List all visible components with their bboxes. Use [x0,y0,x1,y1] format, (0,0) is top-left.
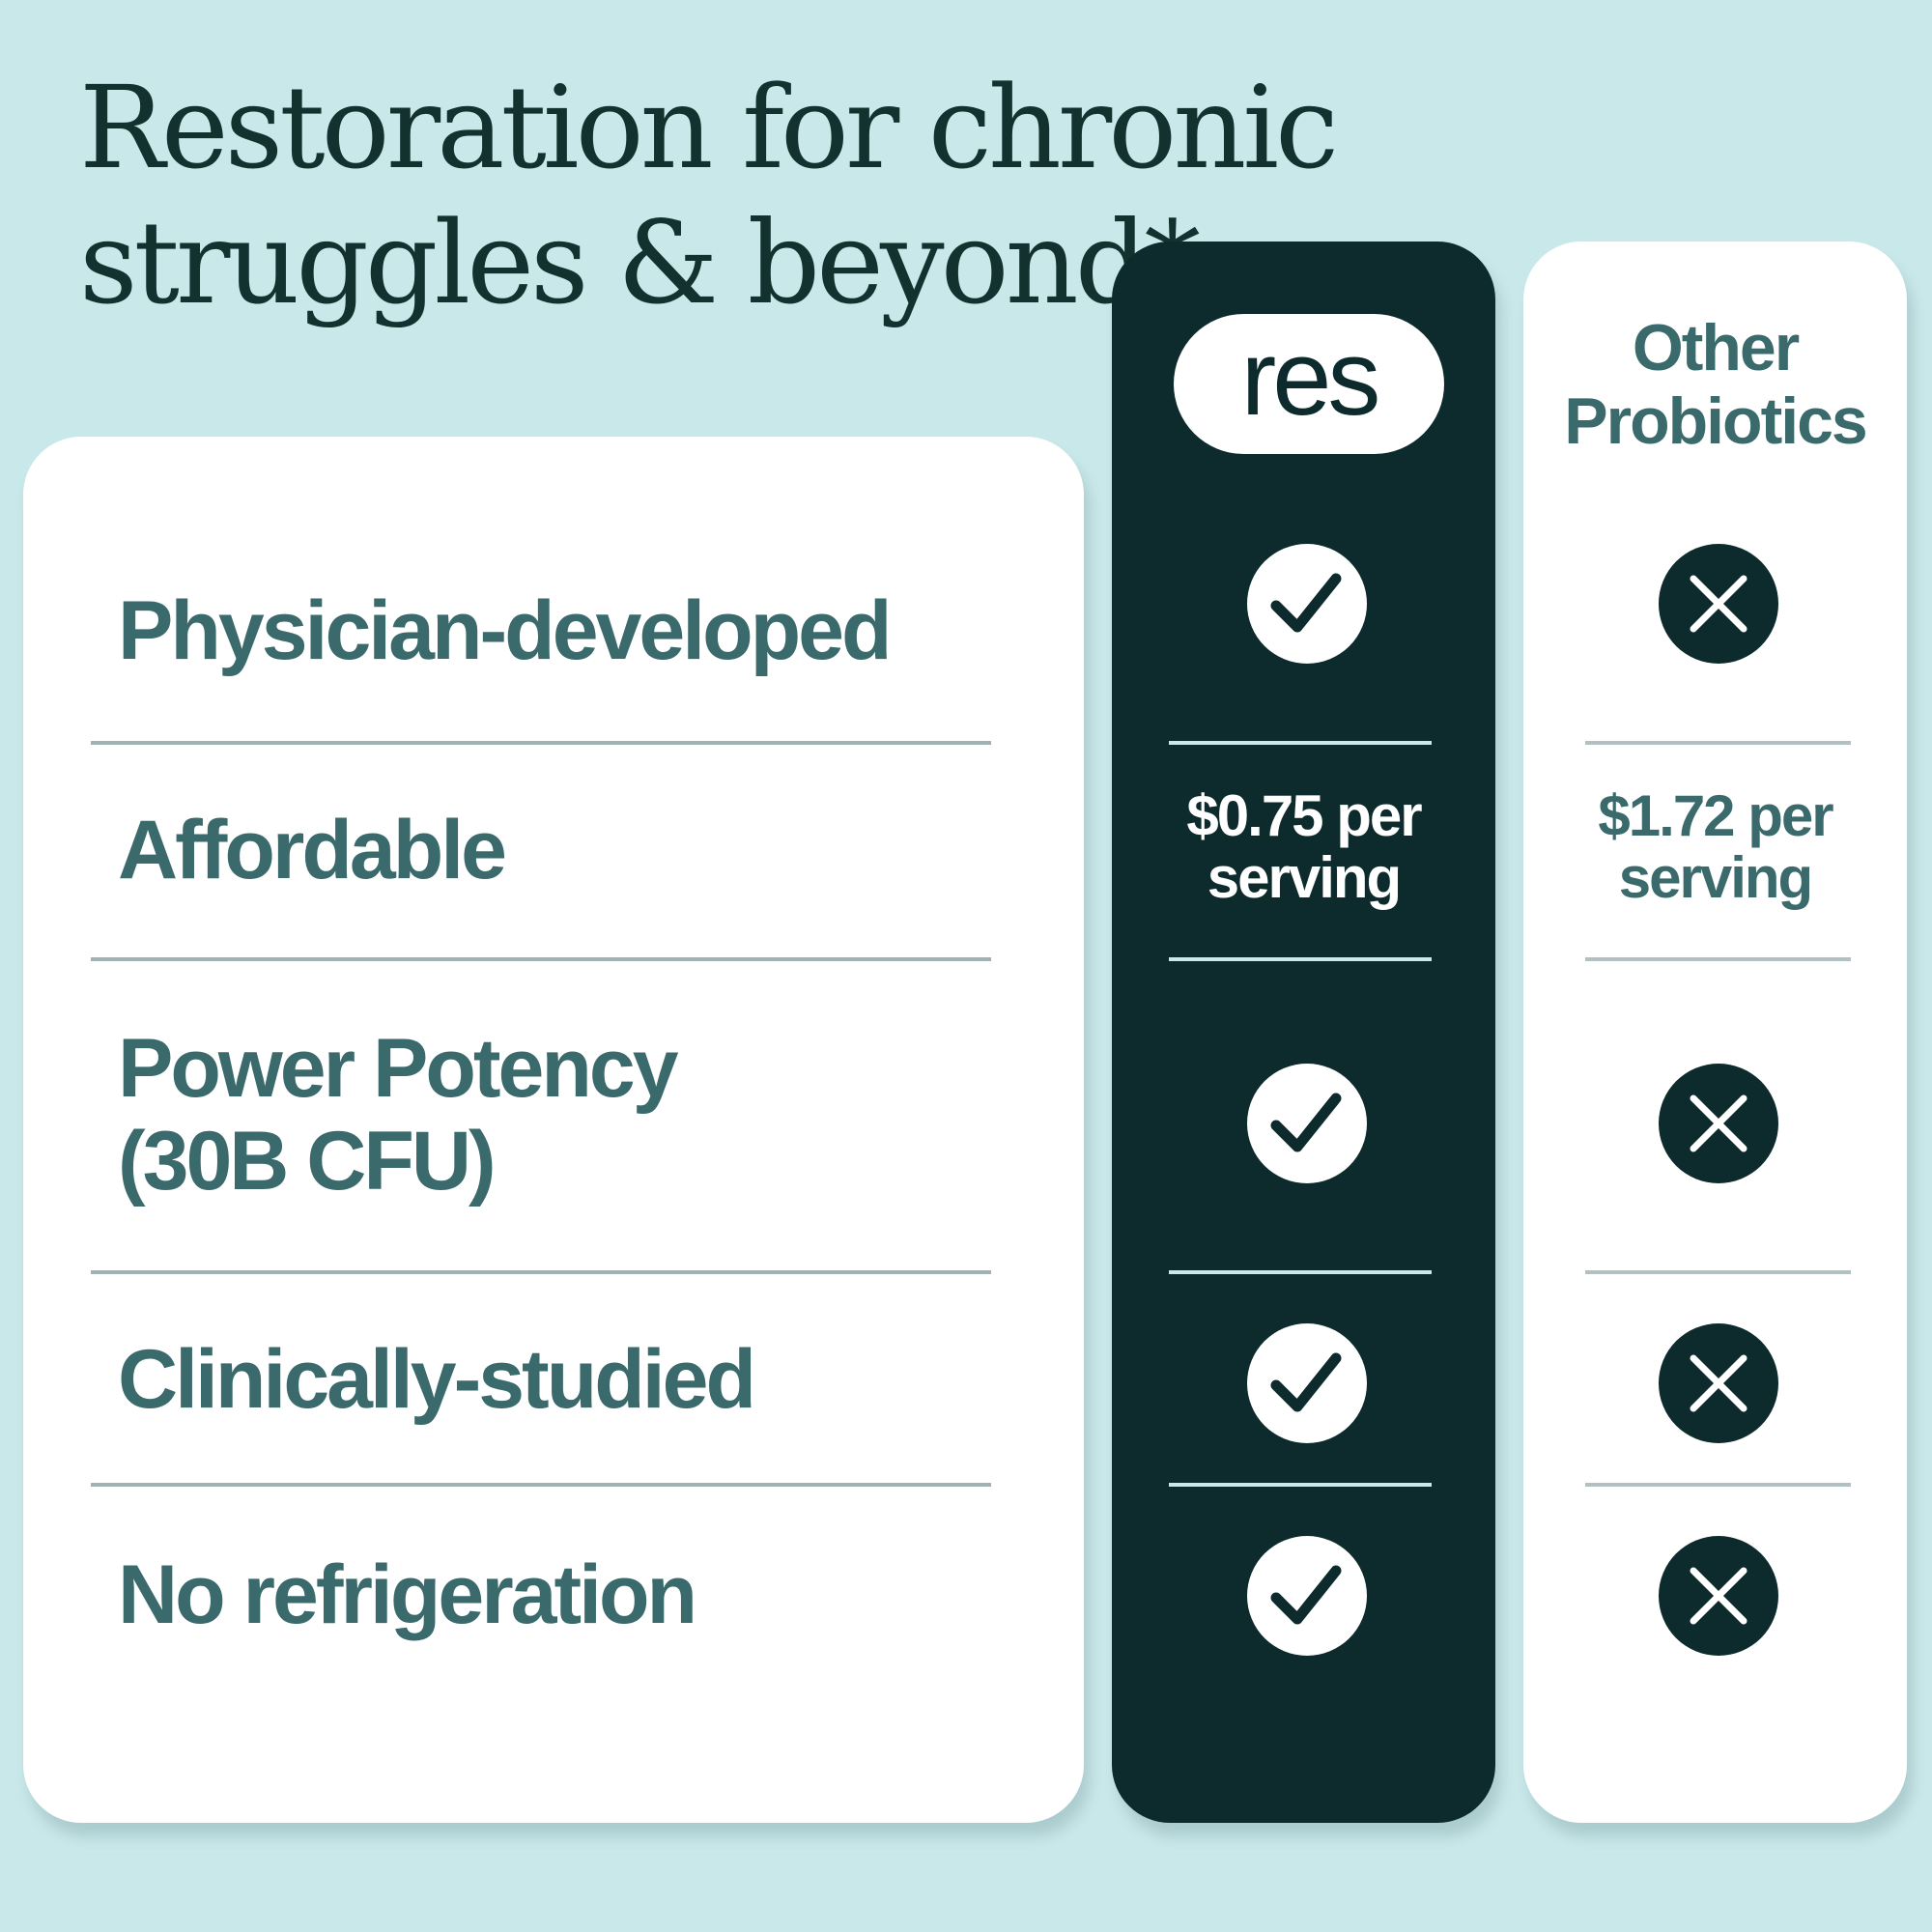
row-divider [91,741,991,745]
other-row-divider [1585,1270,1851,1274]
feature-affordable: Affordable [118,804,507,896]
page-headline: Restoration for chronic struggles & beyo… [79,60,1339,330]
other-price: $1.72 per serving [1523,785,1907,909]
row-divider [91,957,991,961]
other-row-divider [1585,741,1851,745]
res-row-divider [1169,1483,1432,1487]
other-title-line-2: Probiotics [1564,384,1868,458]
other-price-line-2: serving [1618,845,1813,910]
res-logo: res [1174,314,1444,454]
res-price: $0.75 per serving [1112,785,1495,909]
other-row-divider [1585,1483,1851,1487]
check-circle-icon [1247,1064,1367,1183]
feature-power-potency-line-2: (30B CFU) [118,1115,497,1208]
check-circle-icon [1247,1536,1367,1656]
other-probiotics-title: Other Probiotics [1523,311,1907,458]
res-price-line-2: serving [1207,845,1402,910]
x-circle-icon [1659,1536,1778,1656]
res-row-divider [1169,741,1432,745]
x-circle-icon [1659,1064,1778,1183]
features-card [23,437,1084,1823]
check-circle-icon [1247,544,1367,664]
feature-no-refrigeration: No refrigeration [118,1548,697,1641]
other-price-line-1: $1.72 per [1598,783,1833,848]
row-divider [91,1483,991,1487]
other-row-divider [1585,957,1851,961]
headline-line-1: Restoration for chronic [79,61,1339,194]
feature-clinically-studied: Clinically-studied [118,1333,756,1426]
x-circle-icon [1659,544,1778,664]
x-circle-icon [1659,1323,1778,1443]
feature-power-potency-line-1: Power Potency [118,1022,679,1115]
feature-power-potency: Power Potency (30B CFU) [118,1022,679,1208]
other-title-line-1: Other [1632,311,1800,384]
res-row-divider [1169,957,1432,961]
feature-physician-developed: Physician-developed [118,584,893,677]
row-divider [91,1270,991,1274]
res-logo-text: res [1240,318,1381,438]
check-circle-icon [1247,1323,1367,1443]
res-row-divider [1169,1270,1432,1274]
headline-line-2: struggles & beyond* [79,196,1201,329]
res-price-line-1: $0.75 per [1186,783,1422,848]
